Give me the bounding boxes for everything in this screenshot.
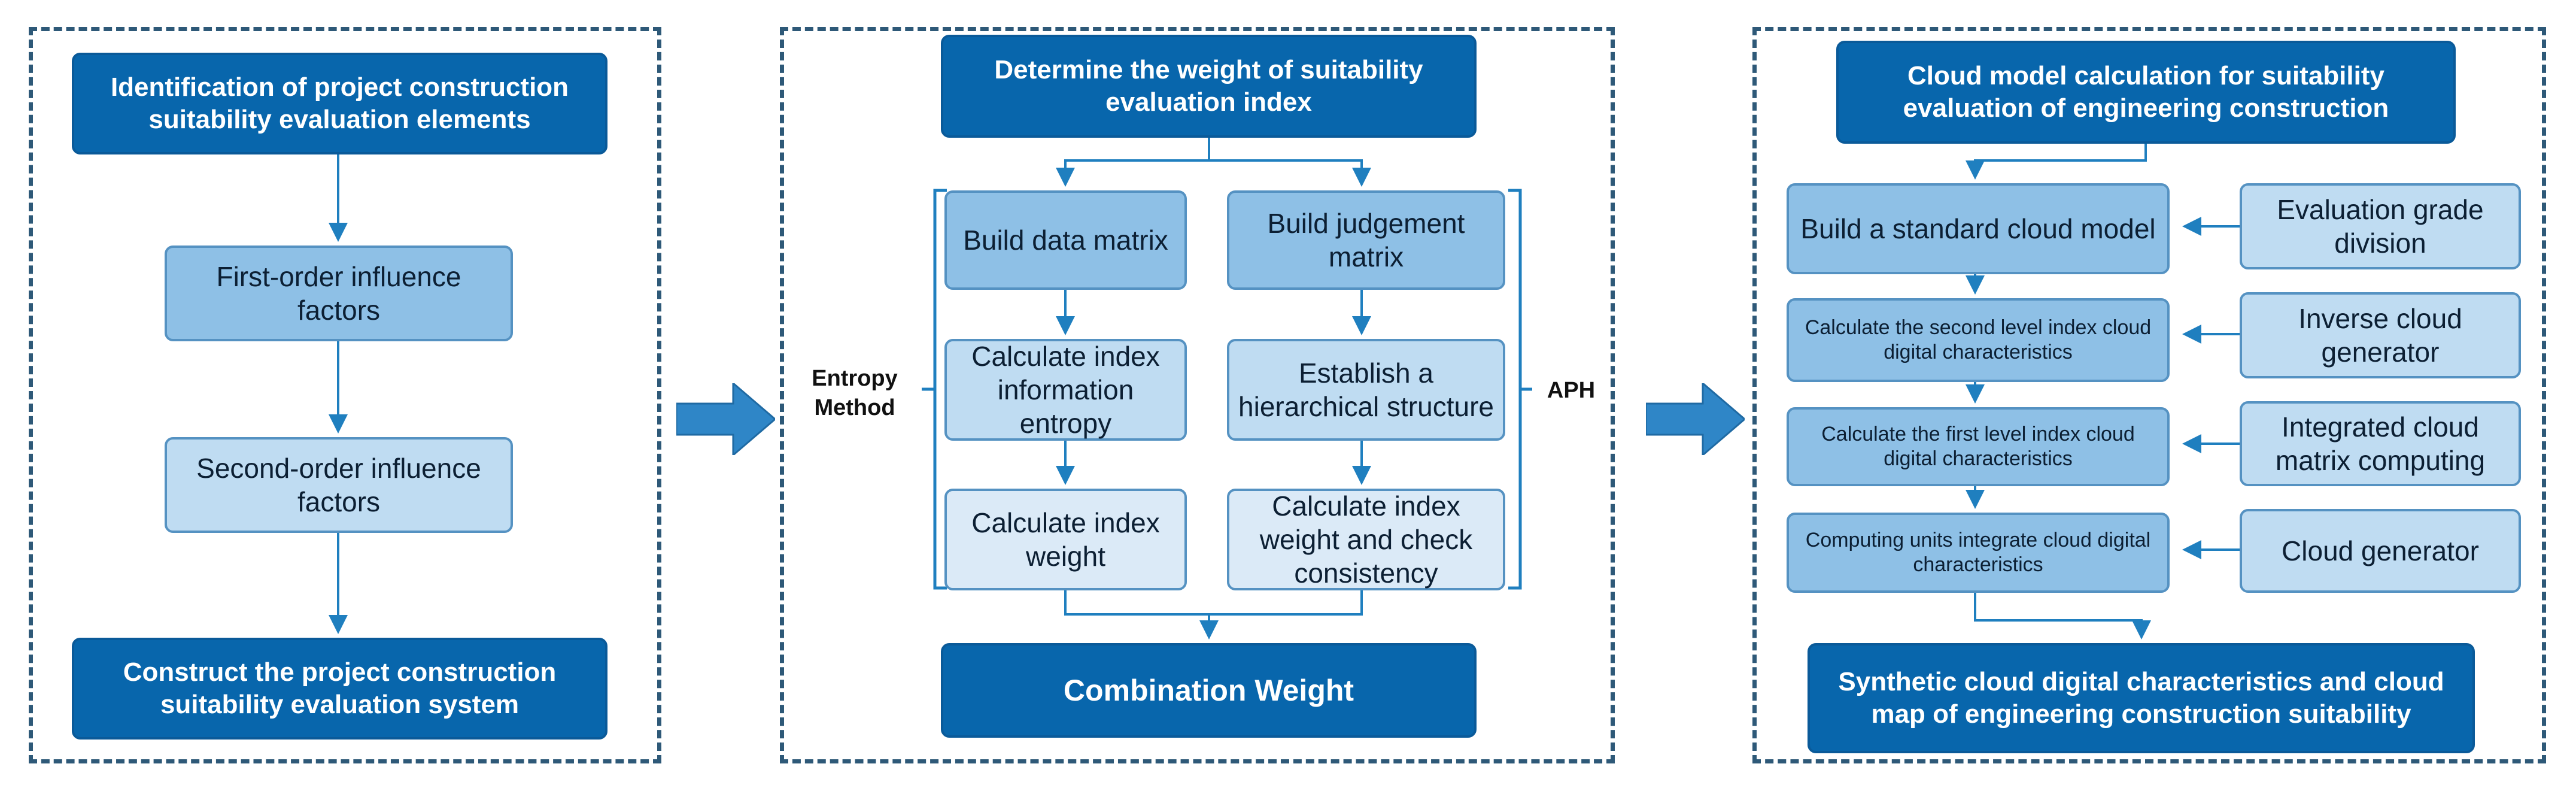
transition-arrow-2-icon xyxy=(1646,383,1745,455)
arrow-p3-top-to-standard xyxy=(1966,144,2147,180)
node-cloud-generator: Cloud generator xyxy=(2240,509,2521,593)
arrow-p2-split xyxy=(1056,138,1210,187)
node-second-order-factors: Second-order influence factors xyxy=(165,437,513,533)
panel-evaluation-system xyxy=(29,27,661,763)
node-computing-units: Computing units integrate cloud digital … xyxy=(1787,513,2170,593)
arrow-p3-units-to-result xyxy=(1974,593,2151,640)
transition-arrow-1-icon xyxy=(676,383,775,455)
label-aph: APH xyxy=(1547,378,1596,403)
node-integrated-cloud-matrix: Integrated cloud matrix computing xyxy=(2240,401,2521,486)
node-inverse-cloud-generator: Inverse cloud generator xyxy=(2240,292,2521,378)
node-first-level-characteristics: Calculate the first level index cloud di… xyxy=(1787,407,2170,486)
node-second-level-characteristics: Calculate the second level index cloud d… xyxy=(1787,298,2170,382)
node-combination-weight: Combination Weight xyxy=(941,643,1477,738)
node-synthetic-cloud-result: Synthetic cloud digital characteristics … xyxy=(1808,643,2475,753)
node-index-information-entropy: Calculate index information entropy xyxy=(944,339,1187,441)
arrow-p2-merge xyxy=(1064,590,1363,616)
node-first-order-factors: First-order influence factors xyxy=(165,246,513,341)
node-construct-system: Construct the project construction suita… xyxy=(72,638,607,740)
panel-cloud-model xyxy=(1752,27,2546,763)
node-determine-weight: Determine the weight of suitability eval… xyxy=(941,35,1477,138)
node-build-judgement-matrix: Build judgement matrix xyxy=(1227,190,1505,290)
label-entropy-method: Entropy Method xyxy=(812,366,898,421)
node-evaluation-grade: Evaluation grade division xyxy=(2240,183,2521,269)
node-cloud-model-calculation: Cloud model calculation for suitability … xyxy=(1836,41,2456,144)
node-hierarchical-structure: Establish a hierarchical structure xyxy=(1227,339,1505,441)
node-calculate-index-weight: Calculate index weight xyxy=(944,489,1187,590)
panel-weight-determination xyxy=(780,27,1615,763)
node-build-data-matrix: Build data matrix xyxy=(944,190,1187,290)
node-check-consistency: Calculate index weight and check consist… xyxy=(1227,489,1505,590)
node-standard-cloud-model: Build a standard cloud model xyxy=(1787,183,2170,274)
node-identification: Identification of project construction s… xyxy=(72,53,607,154)
